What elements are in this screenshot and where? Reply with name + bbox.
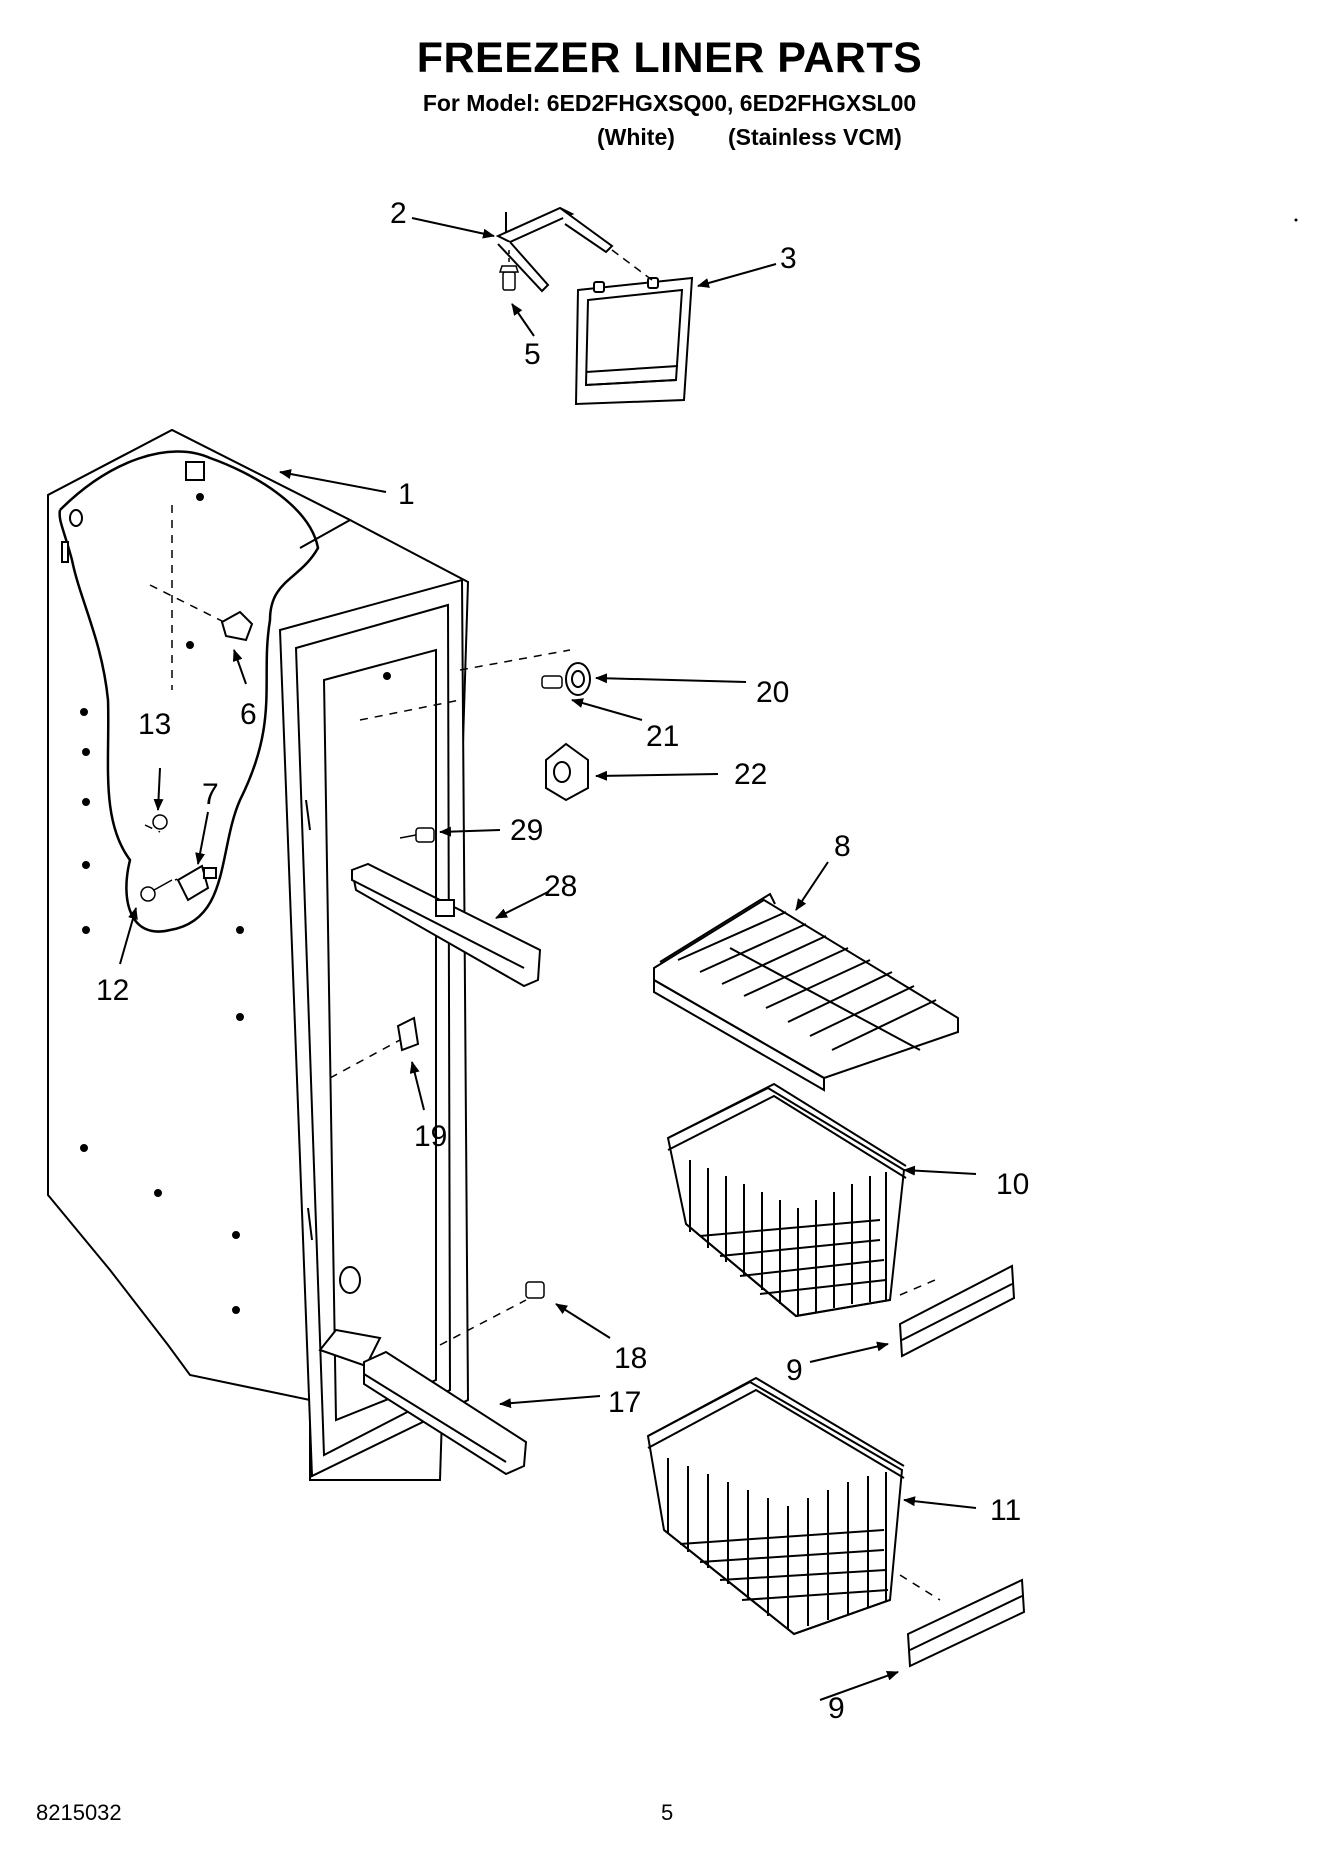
callout-8: 8 — [834, 830, 851, 863]
callout-6: 6 — [240, 698, 257, 731]
callout-18: 18 — [614, 1342, 647, 1375]
part-17-rail — [363, 1350, 528, 1476]
model-line: For Model: 6ED2FHGXSQ00, 6ED2FHGXSL00 — [422, 90, 917, 116]
callout-19: 19 — [414, 1120, 447, 1153]
part-18-screw — [525, 1281, 545, 1299]
callout-22: 22 — [734, 758, 767, 791]
part-9-basket-trim-upper — [898, 1264, 1016, 1358]
part-1-freezer-liner — [47, 428, 470, 1481]
callout-29: 29 — [510, 814, 543, 847]
part-11-lower-basket — [646, 1376, 905, 1636]
variant-white-label: (White) — [597, 124, 675, 150]
callout-21: 21 — [646, 720, 679, 753]
callout-2: 2 — [390, 197, 407, 230]
leader-lines — [119, 217, 977, 1701]
callout-9-upper: 9 — [786, 1354, 803, 1387]
document-number: 8215032 — [36, 1800, 122, 1825]
callout-28: 28 — [544, 870, 577, 903]
part-8-wire-shelf — [653, 892, 959, 1092]
callout-10: 10 — [996, 1168, 1029, 1201]
part-5-screw — [498, 248, 520, 291]
part-9-basket-trim-lower — [906, 1578, 1026, 1668]
part-28-rail — [350, 862, 542, 988]
part-10-upper-basket — [666, 1082, 907, 1318]
part-29-screw — [399, 827, 435, 843]
part-20-bushing — [565, 662, 591, 696]
part-19-switch — [396, 1016, 420, 1052]
variant-stainless-label: (Stainless VCM) — [728, 124, 902, 150]
callout-9-lower: 9 — [828, 1692, 845, 1725]
page-title: FREEZER LINER PARTS — [416, 34, 923, 82]
page-number: 5 — [661, 1800, 674, 1825]
callout-13: 13 — [138, 708, 171, 741]
part-3-cover-panel — [574, 276, 694, 406]
part-22-cam — [545, 742, 589, 802]
part-7-clip — [176, 864, 217, 902]
callout-12: 12 — [96, 974, 129, 1007]
part-21-screw — [541, 675, 563, 689]
callout-20: 20 — [756, 676, 789, 709]
callout-7: 7 — [202, 778, 219, 811]
callout-17: 17 — [608, 1386, 641, 1419]
part-6-clip — [220, 610, 254, 642]
part-13-screw — [152, 814, 168, 830]
callout-3: 3 — [780, 242, 797, 275]
callout-1: 1 — [398, 478, 415, 511]
callout-5: 5 — [524, 338, 541, 371]
part-12-screw — [140, 879, 173, 902]
callout-11: 11 — [990, 1494, 1021, 1527]
part-2-shelf-bracket — [495, 206, 614, 293]
callout-numbers: 2 3 5 1 6 13 7 12 20 21 22 29 28 8 19 10… — [96, 197, 1029, 1725]
